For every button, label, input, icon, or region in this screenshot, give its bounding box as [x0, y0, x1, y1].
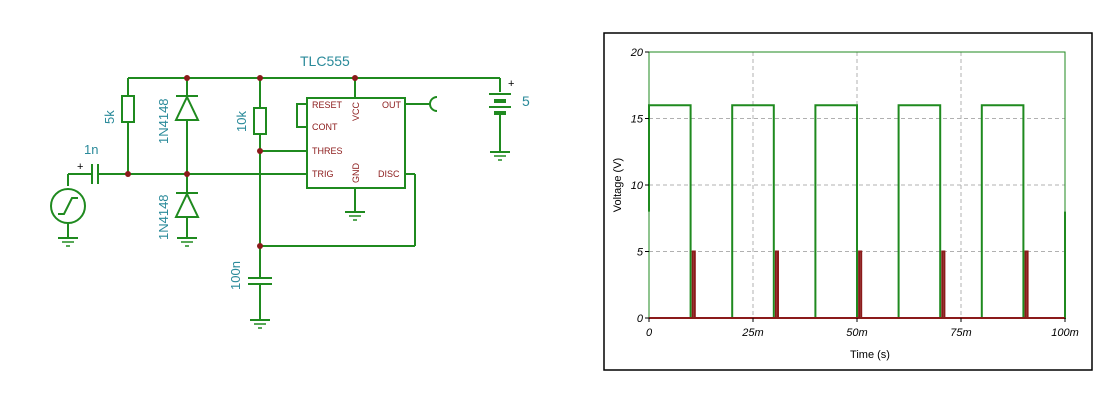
ticks: 0 25m 50m 75m 100m 0 5 10 15 20: [630, 47, 1079, 339]
label-r2: 10k: [234, 111, 249, 132]
junction-dot: [257, 243, 263, 249]
y-tick-label: 10: [631, 180, 644, 192]
x-tick-label: 75m: [950, 327, 971, 339]
pin-thres: THRES: [312, 146, 343, 156]
series-layer: [648, 104, 1066, 319]
chart-frame: [603, 32, 1093, 371]
label-c-in: 1n: [84, 142, 98, 157]
label-r1: 5k: [102, 110, 117, 124]
pin-trig: TRIG: [312, 169, 334, 179]
output-terminal: [429, 96, 438, 112]
junction-dot: [257, 75, 263, 81]
label-cap-plus: +: [77, 161, 83, 173]
pin-reset: RESET: [312, 100, 343, 110]
x-axis-label: Time (s): [850, 349, 890, 361]
pin-cont: CONT: [312, 122, 338, 132]
y-tick-label: 15: [631, 114, 644, 126]
y-tick-label: 20: [630, 47, 644, 59]
label-battery-value: 5: [522, 93, 530, 109]
label-battery-plus: +: [508, 78, 514, 90]
pin-out: OUT: [382, 100, 402, 110]
ic-body-tlc555: [306, 97, 406, 189]
junction-dot: [125, 171, 131, 177]
x-tick-label: 100m: [1051, 327, 1079, 339]
x-tick-label: 50m: [846, 327, 867, 339]
label-c-timing: 100n: [228, 261, 243, 290]
pin-gnd: GND: [351, 163, 361, 184]
y-tick-label: 5: [637, 247, 644, 259]
x-tick-label: 0: [646, 327, 653, 339]
junction-dot: [352, 75, 358, 81]
ic-title: TLC555: [300, 53, 350, 69]
schematic: TLC555 RESET CONT THRES TRIG OUT DISC VC…: [50, 53, 530, 329]
y-axis-label: Voltage (V): [612, 158, 624, 212]
pin-vcc: VCC: [351, 101, 361, 121]
pin-disc: DISC: [378, 169, 400, 179]
junction-dot: [257, 148, 263, 154]
x-tick-label: 25m: [741, 327, 763, 339]
label-d-top: 1N4148: [156, 98, 171, 144]
wire-reset-cont: [296, 103, 307, 128]
generator-step-symbol: [58, 197, 78, 215]
y-tick-label: 0: [637, 313, 644, 325]
label-d-bottom: 1N4148: [156, 194, 171, 240]
junction-dot: [184, 75, 190, 81]
junction-dot: [184, 171, 190, 177]
series-line-2: [649, 250, 1065, 319]
